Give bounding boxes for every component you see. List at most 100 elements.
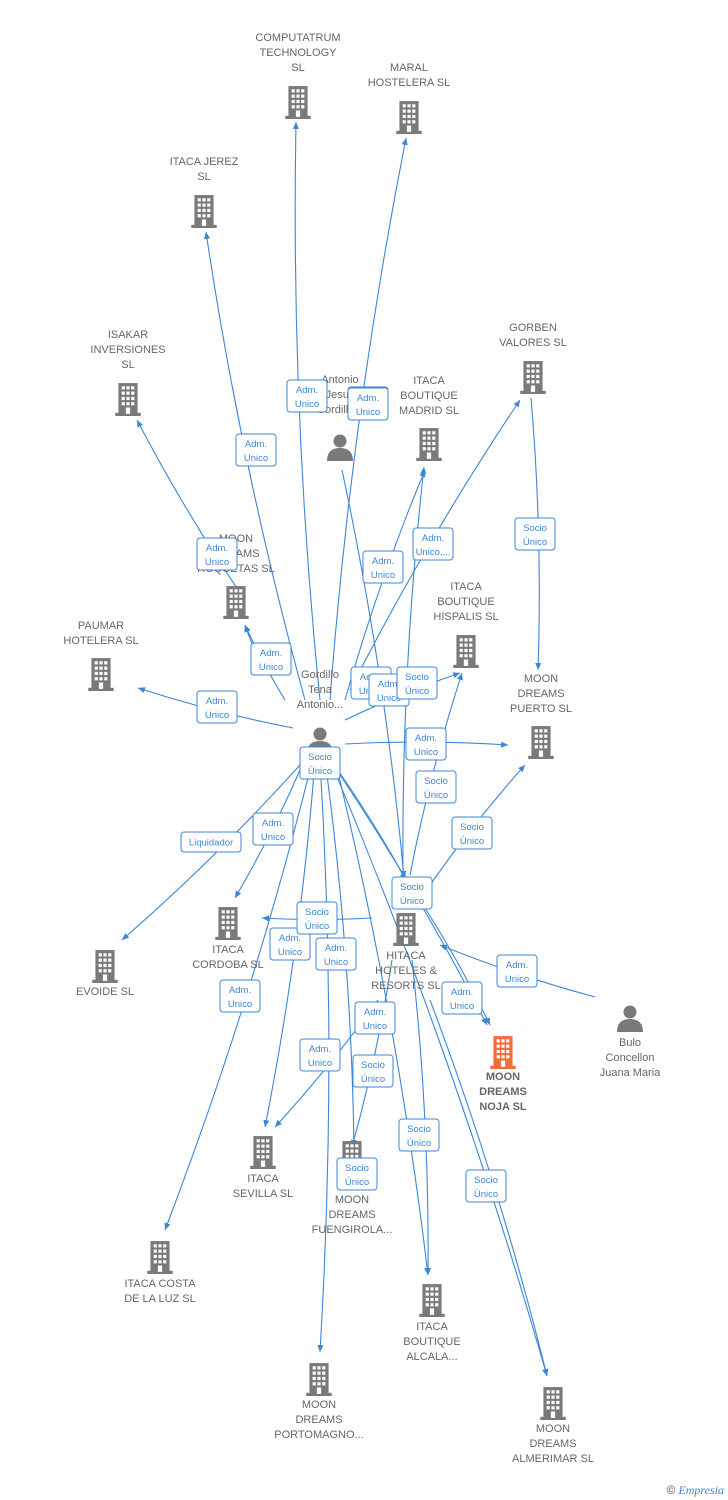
relation-badge[interactable]: Adm.Unico <box>496 954 538 988</box>
relation-badge-box <box>196 690 238 724</box>
node-evoide[interactable]: EVOIDE SL <box>76 950 134 998</box>
building-icon <box>223 586 249 619</box>
building-icon <box>191 195 217 228</box>
relation-label-line: Socio <box>407 1124 431 1135</box>
edge-hitaca-itaca_alcala <box>411 959 432 1276</box>
relation-label-line: Adm. <box>378 679 400 690</box>
node-label-line: ITACA <box>450 581 482 593</box>
relation-badge-box <box>180 831 242 853</box>
node-moon_portomagno[interactable]: MOONDREAMSPORTOMAGNO... <box>274 1363 364 1441</box>
relation-badge-box <box>514 517 556 551</box>
relation-badge[interactable]: Adm.Unico <box>196 690 238 724</box>
relation-label-line: Socio <box>305 907 329 918</box>
relation-badge[interactable]: Adm.Unico <box>235 433 277 467</box>
relation-label-line: Unico <box>205 557 229 568</box>
relation-badge[interactable]: Adm.Unico <box>196 537 238 571</box>
relation-badge-box <box>315 937 357 971</box>
relation-label-line: Adm. <box>296 385 318 396</box>
relation-label-line: Unico,... <box>416 547 451 558</box>
relation-badge[interactable]: Adm.Unico,... <box>412 527 454 561</box>
relation-label-line: Socio <box>400 882 424 893</box>
building-icon <box>528 726 554 759</box>
relation-label-line: Unico <box>308 1058 332 1069</box>
node-label-line: Concellon <box>606 1052 655 1064</box>
relation-badge-box <box>352 1054 394 1088</box>
relation-label-line: Liquidador <box>189 838 233 849</box>
relation-label-line: Socio <box>405 672 429 683</box>
relation-badge[interactable]: Liquidador <box>180 831 242 853</box>
building-icon <box>285 86 311 119</box>
building-icon <box>147 1241 173 1274</box>
node-label-line: MOON <box>302 1399 336 1411</box>
relation-badge-box <box>451 816 493 850</box>
relation-badge[interactable]: Adm.Unico <box>252 812 294 846</box>
relation-badge-box <box>269 927 311 961</box>
relation-badge[interactable]: Adm.Unico <box>269 927 311 961</box>
relation-badge[interactable]: Adm.Unico <box>299 1038 341 1072</box>
node-moon_fuengirola[interactable]: MOONDREAMSFUENGIROLA... <box>312 1141 393 1236</box>
relation-badge[interactable]: Adm.Unico <box>405 727 447 761</box>
relation-badge[interactable]: Adm.Unico <box>250 642 292 676</box>
relation-label-line: Único <box>460 836 484 847</box>
node-label-line: ITACA COSTA <box>124 1278 196 1290</box>
relation-label-line: Adm. <box>415 733 437 744</box>
node-itaca_alcala[interactable]: ITACABOUTIQUEALCALA... <box>403 1284 461 1363</box>
node-label-line: BOUTIQUE <box>403 1336 460 1348</box>
relation-badge[interactable]: Adm.Unico <box>441 981 483 1015</box>
relation-label-line: Socio <box>460 822 484 833</box>
edge-hitaca-moon_fuengirola <box>350 959 393 1148</box>
relation-label-line: Adm. <box>206 696 228 707</box>
relation-badge[interactable]: Adm.Unico <box>362 550 404 584</box>
node-label-line: DREAMS <box>517 688 564 700</box>
node-gordillo[interactable]: GordilloTenaAntonio... <box>297 669 343 754</box>
edge-gordillo-evoide <box>121 764 301 941</box>
relation-badge[interactable]: Adm.Unico <box>315 937 357 971</box>
relation-label-line: Socio <box>424 776 448 787</box>
relation-badge-box <box>219 979 261 1013</box>
relation-badge[interactable]: Adm. Unico <box>219 979 261 1013</box>
building-icon <box>88 658 114 691</box>
node-label-line: ITACA <box>212 944 244 956</box>
relation-badge[interactable]: Adm.Unico <box>354 1001 396 1035</box>
node-label-line: INVERSIONES <box>90 344 165 356</box>
relation-badge[interactable]: Adm.Unico <box>286 379 328 413</box>
building-icon <box>393 913 419 946</box>
copyright-symbol: © <box>666 1483 676 1497</box>
relation-label-line: Adm. <box>229 985 251 996</box>
relation-label-line: Único <box>424 790 448 801</box>
brand-name: Empresia <box>678 1483 724 1497</box>
relation-badge[interactable]: Adm.Unico <box>347 387 389 421</box>
building-icon <box>520 361 546 394</box>
empresia-brand[interactable]: © Empresia <box>667 1483 724 1498</box>
node-label-line: Tena <box>308 684 333 696</box>
relation-label-line: Único <box>405 686 429 697</box>
relation-label-line: Unico <box>228 999 252 1010</box>
